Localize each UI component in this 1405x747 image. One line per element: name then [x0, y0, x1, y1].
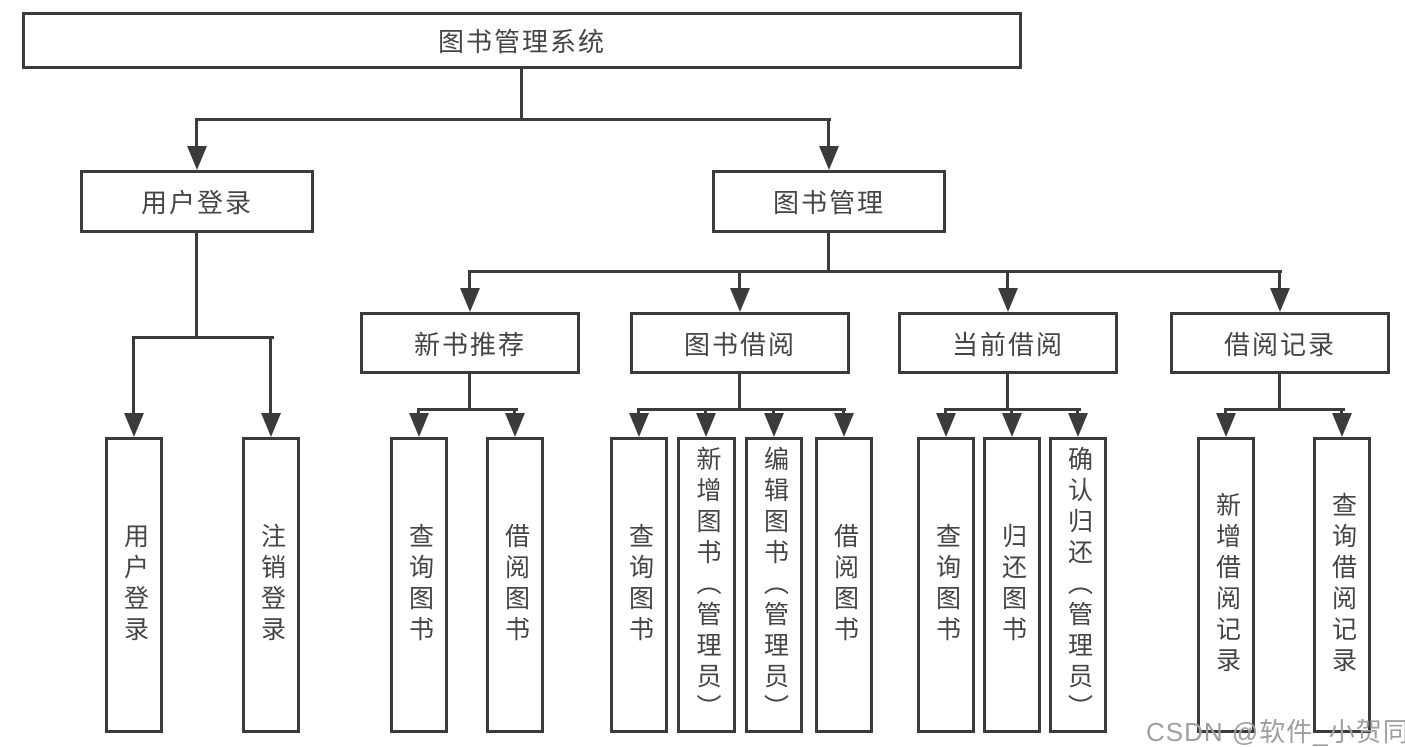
arrowhead-icon — [1270, 288, 1290, 312]
arrowhead-icon — [730, 288, 750, 312]
node-label: 新增图书（管理员） — [693, 445, 721, 725]
node-leaf-borrow-books: 借阅图书 — [815, 437, 873, 733]
connector-line — [269, 336, 272, 420]
node-label: 图书管理 — [772, 188, 885, 218]
node-label: 编辑图书（管理员） — [760, 445, 789, 725]
node-leaf-user-login: 用户登录 — [105, 437, 163, 733]
connector-line — [468, 270, 1282, 273]
node-label: 借阅记录 — [1223, 329, 1336, 360]
arrowhead-icon — [187, 146, 207, 170]
node-label: 借阅图书 — [830, 523, 859, 647]
arrowhead-icon — [460, 288, 480, 312]
arrowhead-icon — [764, 413, 784, 437]
arrowhead-icon — [834, 413, 854, 437]
connector-line — [1006, 270, 1009, 292]
arrowhead-icon — [1002, 413, 1022, 437]
arrowhead-icon — [261, 413, 281, 437]
arrowhead-icon — [409, 413, 429, 437]
connector-line — [738, 374, 741, 411]
node-label: 归还图书 — [998, 523, 1027, 647]
connector-line — [827, 233, 830, 273]
connector-line — [132, 336, 135, 420]
node-label: 查询图书 — [625, 523, 654, 647]
node-label: 新增借阅记录 — [1212, 492, 1241, 678]
node-leaf-add-borrow-record: 新增借阅记录 — [1197, 437, 1255, 733]
node-label: 用户登录 — [120, 523, 149, 647]
arrowhead-icon — [1332, 413, 1352, 437]
watermark-text: CSDN @软件_小贺同学 — [1146, 717, 1405, 747]
arrowhead-icon — [1216, 413, 1236, 437]
node-leaf-confirm-return-admin: 确认归还（管理员） — [1049, 437, 1107, 733]
connector-line — [827, 118, 830, 150]
arrowhead-icon — [696, 413, 716, 437]
arrowhead-icon — [505, 413, 525, 437]
node-leaf-query-borrow-record: 查询借阅记录 — [1313, 437, 1371, 733]
connector-line — [195, 233, 198, 339]
node-book-management: 图书管理 — [712, 170, 946, 233]
node-label: 新书推荐 — [413, 329, 526, 360]
connector-line — [520, 69, 523, 121]
arrowhead-icon — [819, 146, 839, 170]
node-book-borrowing: 图书借阅 — [630, 312, 850, 374]
arrowhead-icon — [1068, 413, 1088, 437]
connector-line — [468, 270, 471, 292]
connector-line — [1278, 270, 1281, 292]
arrowhead-icon — [936, 413, 956, 437]
connector-line — [1224, 408, 1345, 411]
node-leaf-edit-books-admin: 编辑图书（管理员） — [745, 437, 803, 733]
node-leaf-query-books: 查询图书 — [917, 437, 975, 733]
connector-line — [195, 118, 831, 121]
node-leaf-logout: 注销登录 — [242, 437, 300, 733]
connector-line — [738, 270, 741, 292]
connector-line — [195, 118, 198, 150]
arrowhead-icon — [124, 413, 144, 437]
arrowhead-icon — [629, 413, 649, 437]
node-leaf-add-books-admin: 新增图书（管理员） — [677, 437, 736, 733]
node-label: 借阅图书 — [501, 523, 530, 647]
connector-line — [132, 336, 274, 339]
node-label: 查询借阅记录 — [1328, 492, 1357, 678]
node-user-login: 用户登录 — [80, 170, 314, 233]
node-label: 用户登录 — [140, 188, 253, 218]
node-current-borrowing: 当前借阅 — [898, 312, 1118, 374]
connector-line — [1278, 374, 1281, 411]
node-borrowing-records: 借阅记录 — [1170, 312, 1390, 374]
node-label: 图书管理系统 — [437, 27, 606, 57]
node-new-book-recommend: 新书推荐 — [360, 312, 580, 374]
arrowhead-icon — [998, 288, 1018, 312]
node-label: 确认归还（管理员） — [1064, 445, 1093, 725]
connector-line — [637, 408, 846, 411]
node-leaf-query-books: 查询图书 — [390, 437, 448, 733]
node-leaf-query-books: 查询图书 — [610, 437, 668, 733]
node-label: 图书借阅 — [683, 329, 796, 360]
node-label: 查询图书 — [932, 523, 961, 647]
connector-line — [417, 408, 518, 411]
node-label: 当前借阅 — [951, 329, 1064, 360]
connector-line — [468, 374, 471, 411]
connector-line — [1006, 374, 1009, 411]
node-leaf-return-books: 归还图书 — [983, 437, 1041, 733]
node-label: 查询图书 — [405, 523, 434, 647]
node-library-management-system: 图书管理系统 — [22, 12, 1022, 69]
node-label: 注销登录 — [257, 523, 286, 647]
node-leaf-borrow-books: 借阅图书 — [486, 437, 544, 733]
